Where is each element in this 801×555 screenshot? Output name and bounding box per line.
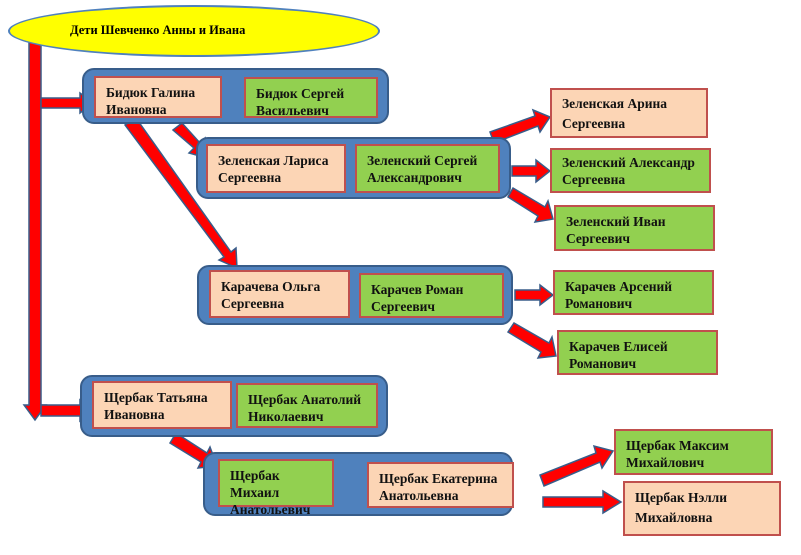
arrow-to-arina [489, 108, 552, 144]
person-box: Карачев Арсений Романович [553, 270, 714, 315]
arrow-to-aleksandr [511, 158, 552, 184]
person-box: Зеленский Иван Сергеевич [554, 205, 715, 251]
arrow-to-arseniy [514, 283, 555, 307]
arrow-to-yelisey [506, 322, 557, 359]
person-box: Зеленская Арина Сергеевна [550, 88, 708, 138]
arrow-to-nelli [542, 489, 623, 515]
arrow-bidyuk-to-karacheva [123, 116, 238, 270]
arrow-to-maksim [539, 444, 615, 488]
person-box: Зеленская Лариса Сергеевна [206, 144, 346, 193]
person-box: Щербак Максим Михайлович [614, 429, 773, 475]
person-box: Карачев Елисей Романович [557, 330, 718, 375]
person-box: Зеленский Александр Сергеевна [550, 148, 711, 193]
person-box: Карачева Ольга Сергеевна [209, 270, 350, 318]
person-box: Карачев Роман Сергеевич [359, 273, 504, 318]
person-box: Бидюк Галина Ивановна [94, 76, 222, 118]
title-ellipse [8, 5, 380, 57]
arrow-to-ivan [507, 186, 554, 223]
person-box: Щербак Екатерина Анатольевна [367, 462, 514, 508]
person-box: Бидюк Сергей Васильевич [244, 77, 378, 118]
person-box: Щербак Нэлли Михайловна [623, 481, 781, 536]
person-box: Щербак Михаил Анатольевич [218, 459, 334, 517]
diagram-title: Дети Шевченко Анны и Ивана [70, 23, 246, 37]
person-box: Зеленский Сергей Александрович [355, 144, 500, 193]
person-box: Щербак Анатолий Николаевич [236, 383, 378, 428]
person-box: Щербак Татьяна Ивановна [92, 381, 232, 429]
